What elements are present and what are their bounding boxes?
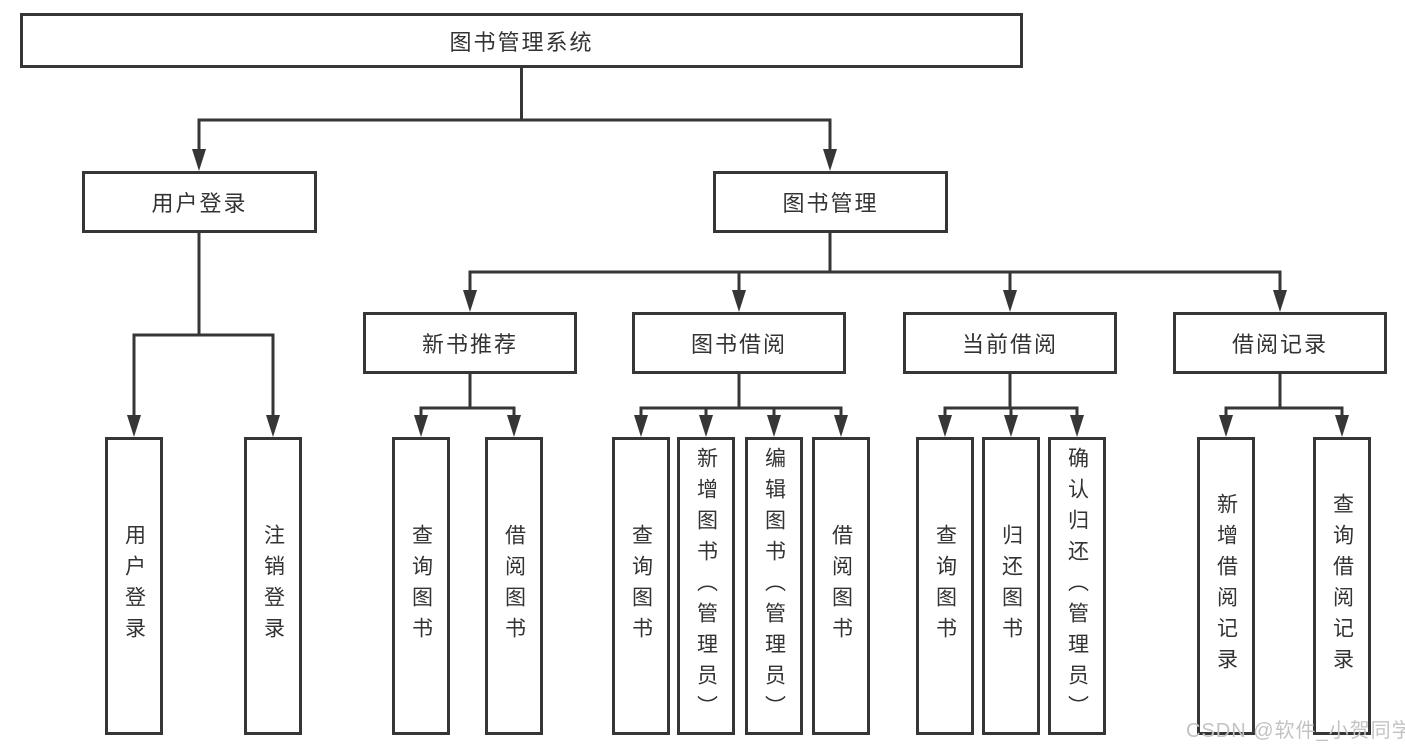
node-label: 查询图书 [933, 524, 957, 648]
node-leaf-query-borrow-record: 查询借阅记录 [1313, 437, 1371, 735]
node-book-borrowing: 图书借阅 [632, 312, 846, 374]
node-label: 查询图书 [629, 524, 653, 648]
node-leaf-query-books-borrowing: 查询图书 [612, 437, 670, 735]
node-current-borrowing: 当前借阅 [903, 312, 1117, 374]
node-leaf-query-books-newbook: 查询图书 [392, 437, 450, 735]
node-label: 新书推荐 [421, 332, 518, 357]
node-label: 当前借阅 [961, 332, 1058, 357]
node-label: 图书管理 [782, 191, 879, 216]
node-label: 借阅图书 [829, 524, 853, 648]
connector-newbook-to-children [414, 374, 521, 437]
node-leaf-confirm-return-admin: 确认归还（管理员） [1048, 437, 1106, 735]
connector-bookborrow-to-children [634, 374, 848, 437]
node-leaf-query-books-current: 查询图书 [916, 437, 974, 735]
node-label: 编辑图书（管理员） [762, 446, 786, 726]
node-user-login: 用户登录 [82, 171, 317, 233]
node-label: 注销登录 [261, 524, 285, 648]
node-label: 用户登录 [151, 191, 248, 216]
node-library-management-system: 图书管理系统 [20, 13, 1023, 68]
node-label: 图书管理系统 [449, 29, 594, 55]
node-label: 新增图书（管理员） [694, 446, 718, 726]
node-label: 归还图书 [999, 524, 1023, 648]
connector-bookmgmt-to-level3 [463, 233, 1287, 312]
node-new-book-recommend: 新书推荐 [363, 312, 577, 374]
connector-root-to-level2 [192, 68, 837, 171]
node-leaf-borrow-books-newbook: 借阅图书 [485, 437, 543, 735]
node-leaf-add-books-admin: 新增图书（管理员） [677, 437, 735, 735]
node-leaf-add-borrow-record: 新增借阅记录 [1197, 437, 1255, 735]
node-label: 确认归还（管理员） [1065, 446, 1089, 726]
node-label: 用户登录 [122, 524, 146, 648]
node-label: 查询图书 [409, 524, 433, 648]
node-leaf-user-login: 用户登录 [105, 437, 163, 735]
connector-userlogin-to-children [127, 233, 280, 437]
node-leaf-edit-books-admin: 编辑图书（管理员） [745, 437, 803, 735]
connector-borrowrec-to-children [1219, 374, 1349, 437]
node-label: 新增借阅记录 [1214, 493, 1238, 679]
node-label: 借阅记录 [1231, 332, 1328, 357]
node-label: 图书借阅 [690, 332, 787, 357]
connector-curborrow-to-children [938, 374, 1084, 437]
node-label: 借阅图书 [502, 524, 526, 648]
node-leaf-return-books: 归还图书 [982, 437, 1040, 735]
node-leaf-borrow-books-borrowing: 借阅图书 [812, 437, 870, 735]
node-leaf-logout: 注销登录 [244, 437, 302, 735]
node-label: 查询借阅记录 [1330, 493, 1354, 679]
node-book-management: 图书管理 [713, 171, 948, 233]
node-borrowing-records: 借阅记录 [1173, 312, 1387, 374]
csdn-watermark: CSDN @软件_小贺同学 [1186, 720, 1405, 742]
